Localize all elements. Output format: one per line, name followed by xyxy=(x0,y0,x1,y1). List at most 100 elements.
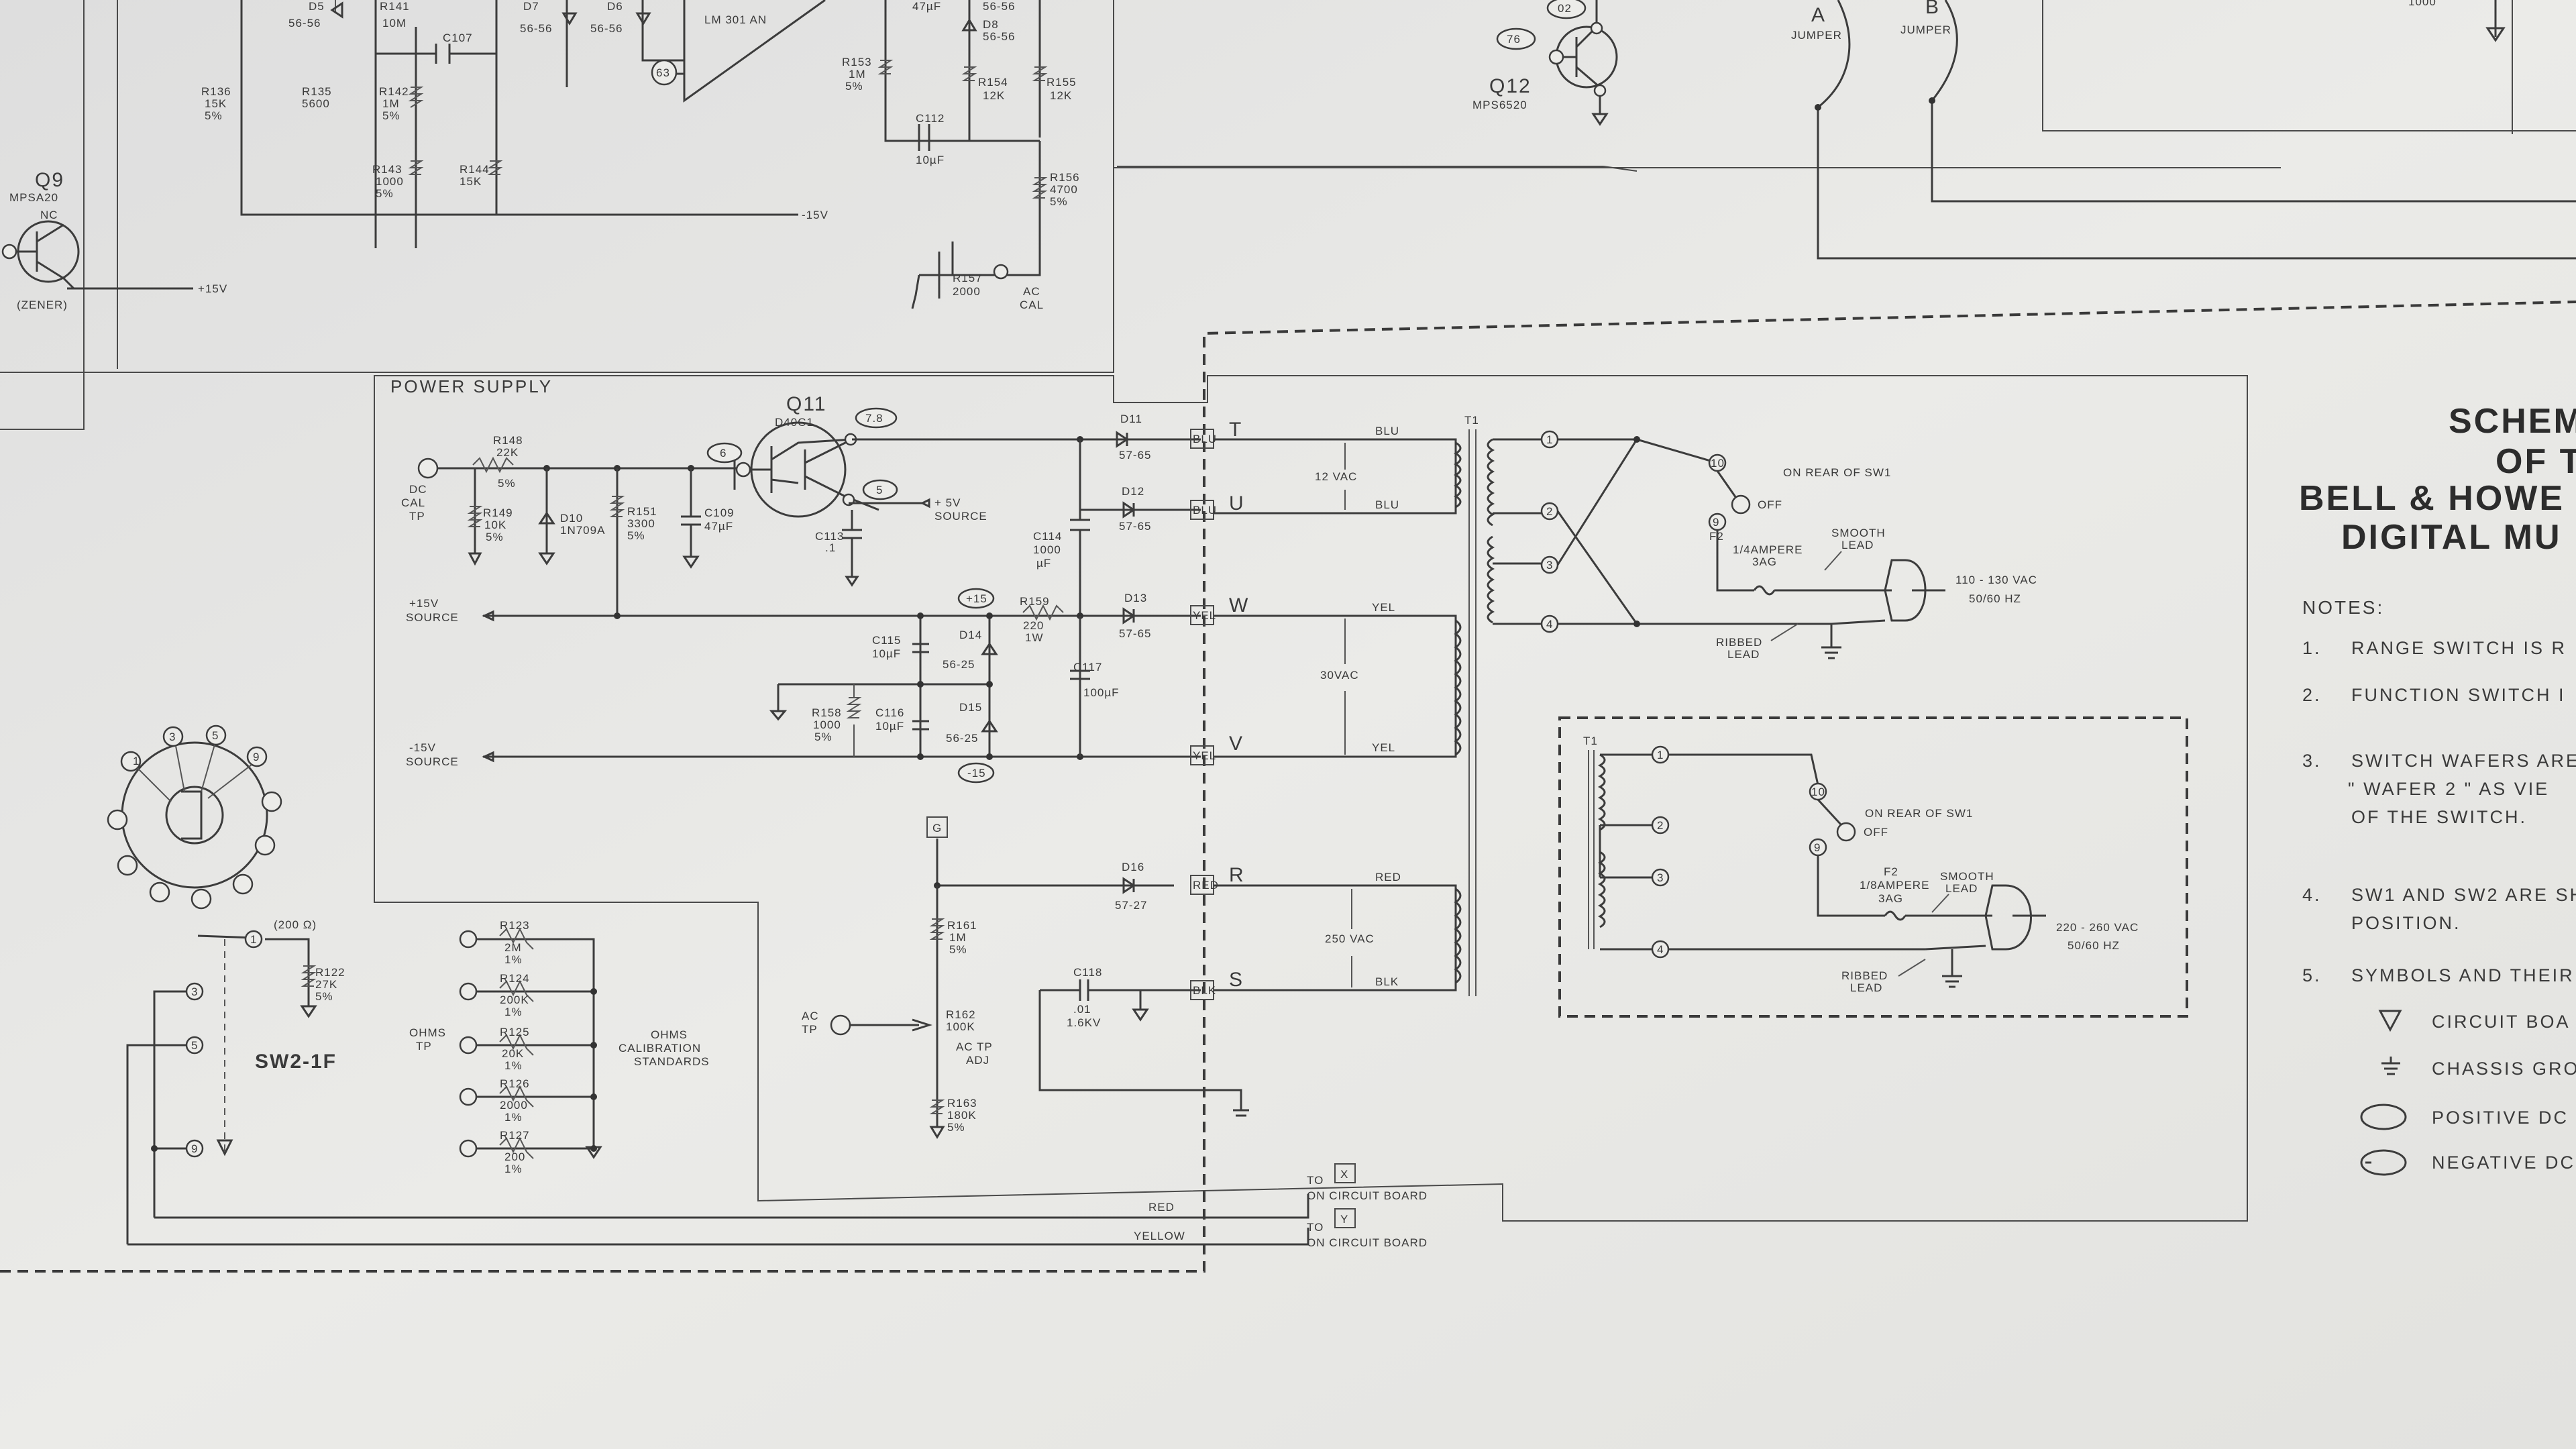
node-02: 02 xyxy=(1558,2,1572,15)
r154-ref: R154 xyxy=(978,76,1008,89)
c114-ref: C114 xyxy=(1033,530,1062,543)
ac-tp-1: AC xyxy=(802,1010,819,1022)
d6-ref: D6 xyxy=(607,0,623,13)
p220-f2-ref: F2 xyxy=(1884,865,1898,878)
d11-ref: D11 xyxy=(1120,413,1142,425)
p220-pin-9: 9 xyxy=(1814,841,1821,854)
negative-dc-icon xyxy=(2360,1149,2407,1176)
d5-ref: D5 xyxy=(309,0,325,13)
r148-tol: 5% xyxy=(498,477,516,490)
dc-cal-tp-1: DC xyxy=(409,483,427,496)
ac-cal-1: AC xyxy=(1023,285,1040,298)
r135-value: 5600 xyxy=(302,97,330,110)
volts-30vac: 30VAC xyxy=(1320,669,1359,682)
partial-value: 1000 xyxy=(2408,0,2436,8)
p220-pin-2: 2 xyxy=(1657,819,1664,832)
g-box-label: G xyxy=(932,822,942,835)
r122-ref: R122 xyxy=(315,966,345,979)
wire-color-u: BLU xyxy=(1375,498,1399,511)
d8-ref: D8 xyxy=(983,18,999,31)
r125-ref: R125 xyxy=(500,1026,530,1038)
c109-ref: C109 xyxy=(704,506,735,519)
r126-value: 2000 xyxy=(500,1099,528,1112)
p220-voltage: 220 - 260 VAC xyxy=(2056,921,2139,934)
r142-tol: 5% xyxy=(382,109,400,122)
r151-ref: R151 xyxy=(627,505,657,518)
circuit-board-ground-icon xyxy=(2378,1010,2402,1032)
c118-ref: C118 xyxy=(1073,966,1102,979)
ac-tp-2: TP xyxy=(802,1023,818,1036)
term-tag-r: RED xyxy=(1193,879,1219,892)
opamp-part: LM 301 AN xyxy=(704,13,767,26)
r157-ref: R157 xyxy=(953,272,983,284)
q9-zener: (ZENER) xyxy=(17,299,68,311)
p220-t1-label: T1 xyxy=(1583,735,1598,747)
r148-value: 22K xyxy=(496,446,519,459)
to-y-2: ON CIRCUIT BOARD xyxy=(1307,1236,1428,1249)
p110-pin-1: 1 xyxy=(1546,433,1553,446)
wire-color-r: RED xyxy=(1375,871,1401,883)
minus15v-source: SOURCE xyxy=(406,755,459,768)
c114-value: 1000 xyxy=(1033,543,1061,556)
p110-voltage: 110 - 130 VAC xyxy=(1955,574,2037,586)
p110-f2-type: 3AG xyxy=(1752,555,1777,568)
rotary-pin-5: 5 xyxy=(212,729,219,742)
note-4-line2: POSITION. xyxy=(2351,913,2461,933)
r122-value: 27K xyxy=(315,978,337,991)
node-6: 6 xyxy=(720,447,727,460)
d11-part: 57-65 xyxy=(1119,449,1151,462)
c107-ref: C107 xyxy=(443,32,473,44)
d-top-part: 56-56 xyxy=(983,0,1015,13)
wire-color-v: YEL xyxy=(1372,741,1395,754)
r156-tol: 5% xyxy=(1050,195,1068,208)
to-x-box: X xyxy=(1340,1168,1348,1181)
title-block: SCHEM OF T BELL & HOWE DIGITAL MU xyxy=(2299,402,2576,557)
r148-ref: R148 xyxy=(493,434,523,447)
c117-value: 100µF xyxy=(1083,686,1120,699)
r156-ref: R156 xyxy=(1050,171,1080,184)
notes-heading: NOTES: xyxy=(2302,597,2384,618)
r159-value: 220 xyxy=(1023,619,1044,632)
ohms-calib-2: CALIBRATION xyxy=(619,1042,701,1055)
r142-value: 1M xyxy=(382,97,400,110)
d7-ref: D7 xyxy=(523,0,539,13)
chassis-boundary xyxy=(0,301,2576,1273)
volts-250vac: 250 VAC xyxy=(1325,932,1375,945)
q9-part: MPSA20 xyxy=(9,191,58,204)
r142-ref: R142 xyxy=(379,85,409,98)
p110-sw1-contact xyxy=(1731,494,1751,515)
top-right-circuit: A JUMPER B JUMPER 1000 76 02 Q12 MPS6520 xyxy=(1114,0,2576,260)
p220-f2-rating: 1/8AMPERE xyxy=(1860,879,1929,892)
p220-pin-10: 10 xyxy=(1811,786,1825,798)
r156-value: 4700 xyxy=(1050,183,1078,196)
sw2-ohms-section: 1 3 5 9 1 (200 Ω) R122 27K 5% 3 5 9 SW2-… xyxy=(107,724,709,1244)
plus5v-label: + 5V xyxy=(934,496,961,509)
rotary-pin-9: 9 xyxy=(253,751,260,763)
r143-value: 1000 xyxy=(376,175,404,188)
r123-tol: 1% xyxy=(504,953,523,966)
c109-value: 47µF xyxy=(704,520,733,533)
c112-ref: C112 xyxy=(916,112,945,125)
power-supply-heading: POWER SUPPLY xyxy=(390,376,553,396)
opamp-icon xyxy=(683,0,826,103)
r151-value: 3300 xyxy=(627,517,655,530)
r161-ref: R161 xyxy=(947,919,977,932)
p220-pin-4: 4 xyxy=(1657,943,1664,956)
dc-cal-tp-3: TP xyxy=(409,510,425,523)
r151-tol: 5% xyxy=(627,529,645,542)
r136-ref: R136 xyxy=(201,85,231,98)
d13-ref: D13 xyxy=(1124,592,1147,604)
r125-value: 20K xyxy=(502,1047,524,1060)
r143-tol: 5% xyxy=(376,187,394,200)
p220-ribbed-2: LEAD xyxy=(1850,981,1882,994)
sw2-pin-9: 9 xyxy=(191,1142,198,1155)
r159-ref: R159 xyxy=(1020,595,1050,608)
sw2-200-ohm: (200 Ω) xyxy=(274,918,317,931)
p110-ribbed-2: LEAD xyxy=(1727,648,1760,661)
d8-part: 56-56 xyxy=(983,30,1015,43)
r144-value: 15K xyxy=(460,175,482,188)
r125-tol: 1% xyxy=(504,1059,523,1072)
q12-part: MPS6520 xyxy=(1472,99,1527,111)
node-plus15: +15 xyxy=(966,592,987,605)
